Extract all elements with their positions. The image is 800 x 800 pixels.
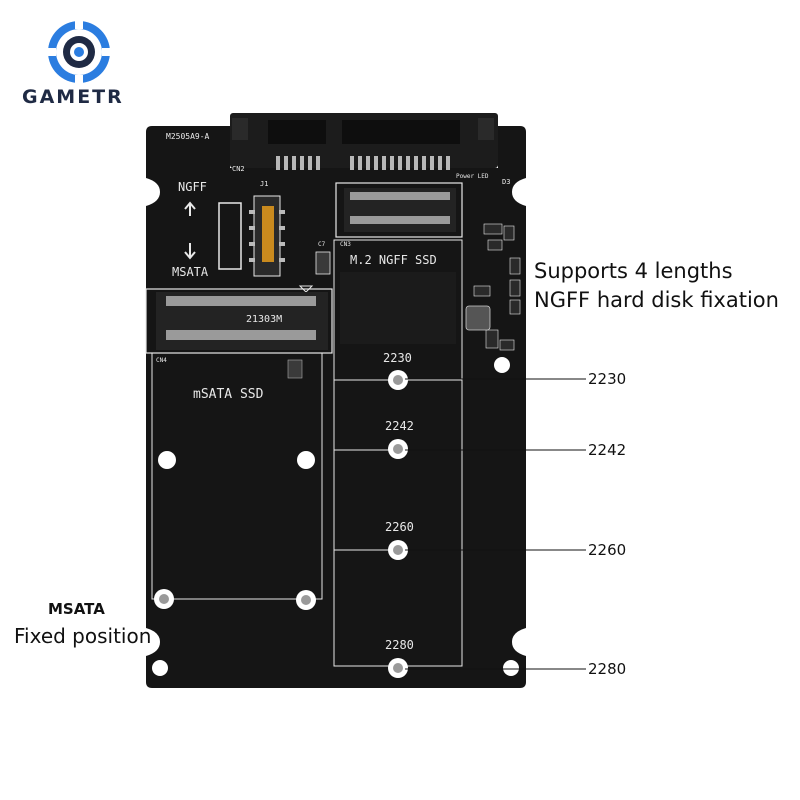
callout-2260: 2260 <box>588 541 627 559</box>
d3-label: D3 <box>502 178 510 186</box>
mode-switch <box>249 195 285 277</box>
board-length-2280: 2280 <box>385 638 414 652</box>
arrow-down-icon <box>184 243 196 260</box>
callout-2230: 2230 <box>588 370 627 388</box>
cn2-label: CN2 <box>232 165 245 173</box>
sata-pins <box>276 156 450 170</box>
sata-connector <box>230 113 498 168</box>
callout-lines <box>405 378 586 670</box>
callout-2242: 2242 <box>588 441 627 459</box>
headline-line-2: NGFF hard disk fixation <box>534 288 779 312</box>
board-length-2242: 2242 <box>385 419 414 433</box>
slot-code: 21303M <box>246 314 282 325</box>
ngff-label: NGFF <box>178 180 207 194</box>
brand-logo-icon <box>46 19 112 85</box>
smd-components <box>473 223 521 351</box>
board-length-2260: 2260 <box>385 520 414 534</box>
power-led-label: Power LED <box>456 173 489 180</box>
cn3-label: CN3 <box>340 241 351 248</box>
msata-callout-title: MSATA <box>48 600 105 618</box>
ngff-slot <box>335 182 463 238</box>
c7-label: C7 <box>318 241 326 248</box>
msata-slot: 21303M <box>145 288 333 354</box>
arrow-up-icon <box>184 201 196 216</box>
headline-line-1: Supports 4 lengths <box>534 259 733 283</box>
msata-callout-subtitle: Fixed position <box>14 624 152 648</box>
board-length-labels: 2230 2242 2260 2280 <box>383 351 414 652</box>
j1-label: J1 <box>260 180 268 188</box>
m2-ngff-ssd-label: M.2 NGFF SSD <box>350 253 437 267</box>
brand-name: GAMETR <box>22 86 124 108</box>
cn4-label: CN4 <box>156 357 167 364</box>
board-length-2230: 2230 <box>383 351 412 365</box>
part-number: M2505A9-A <box>166 132 210 141</box>
msata-ssd-label: mSATA SSD <box>193 387 264 402</box>
inductor <box>465 305 491 331</box>
msata-switch-label: MSATA <box>172 265 209 279</box>
callout-2280: 2280 <box>588 660 627 678</box>
